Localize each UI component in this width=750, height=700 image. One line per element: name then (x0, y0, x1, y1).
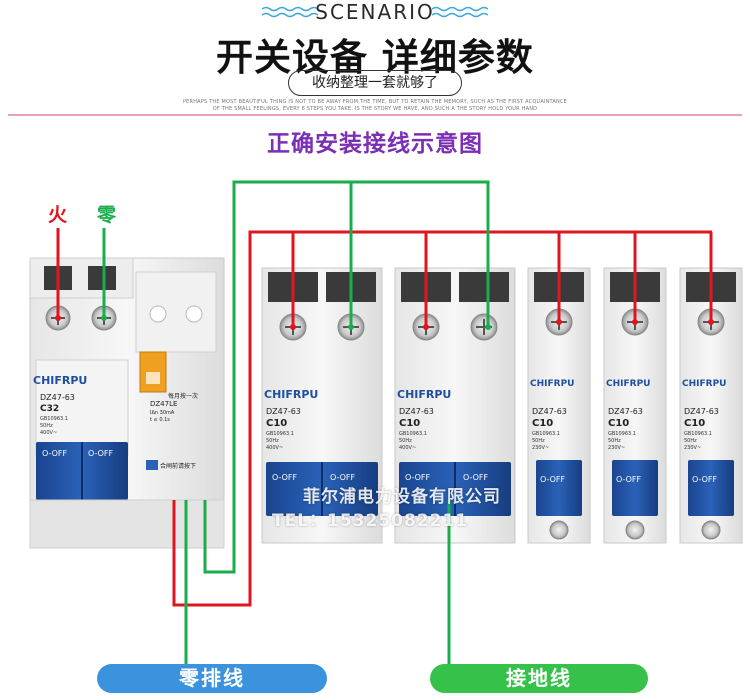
terminal-dots (55, 315, 714, 330)
breaker-model: DZ47-63 (608, 407, 643, 416)
breaker-off-left: O-OFF (272, 473, 298, 482)
rcbo-off-left: O-OFF (42, 449, 68, 458)
breaker-toggle[interactable] (612, 460, 658, 516)
breaker-brand: CHIFRPU (264, 388, 318, 401)
rcbo-le-idn: IΔn 30mA (150, 410, 175, 416)
neutral-bar-label: 零排线 (97, 664, 327, 693)
breaker-brand: CHIFRPU (530, 379, 574, 389)
breaker-off: O-OFF (540, 475, 566, 484)
live-label: 火 (48, 204, 68, 226)
breaker-model: DZ47-63 (532, 407, 567, 416)
breaker-off-right: O-OFF (463, 473, 489, 482)
breaker-volt: 230V~ (532, 445, 549, 451)
rcbo-volt: 400V~ (40, 430, 57, 436)
breaker-model: DZ47-63 (684, 407, 719, 416)
breaker-volt: 400V~ (266, 445, 283, 451)
rcbo-test-note: 每月按一次 (168, 392, 198, 400)
breaker-volt: 230V~ (684, 445, 701, 451)
ground-bar-label: 接地线 (430, 664, 648, 693)
breaker-rating: C10 (684, 418, 705, 429)
tiny-caption-line2: OF THE SMALL FEELINGS, EVERY 8 STEPS YOU… (212, 106, 538, 112)
divider-line (8, 114, 742, 116)
breaker-brand: CHIFRPU (397, 388, 451, 401)
breaker-rating: C10 (532, 418, 553, 429)
scenario-label: SCENARIO (315, 0, 435, 24)
rcbo-rating: C32 (40, 404, 59, 414)
breaker-2p-1: CHIFRPU DZ47-63 C10 GB10963.1 50Hz 400V~… (261, 267, 383, 544)
breaker-std: GB10963.1 (608, 431, 636, 437)
rcbo-model: DZ47-63 (40, 393, 75, 402)
breaker-freq: 50Hz (532, 438, 545, 444)
breaker-freq: 50Hz (684, 438, 697, 444)
page-header: SCENARIO 开关设备 详细参数 收纳整理一套就够了 PERHAPS THE… (0, 0, 750, 150)
diagram-title: 正确安装接线示意图 (267, 131, 483, 157)
wave-decoration-left (262, 6, 318, 18)
breaker-off-left: O-OFF (405, 473, 431, 482)
breaker-volt: 400V~ (399, 445, 416, 451)
breaker-std: GB10963.1 (532, 431, 560, 437)
breaker-volt: 230V~ (608, 445, 625, 451)
rcbo-le-model: DZ47LE (150, 400, 177, 408)
breaker-model: DZ47-63 (266, 407, 301, 416)
breaker-toggle[interactable] (688, 460, 734, 516)
breaker-rating: C10 (608, 418, 629, 429)
breaker-off: O-OFF (616, 475, 642, 484)
watermark-company: 菲尔浦电力设备有限公司 (303, 487, 501, 507)
wave-decoration-right (432, 6, 488, 18)
breaker-std: GB10963.1 (266, 431, 294, 437)
neutral-wires (102, 180, 490, 664)
breaker-rating: C10 (399, 418, 420, 429)
rcbo-brand: CHIFRPU (33, 374, 87, 387)
breaker-toggle[interactable] (536, 460, 582, 516)
breaker-std: GB10963.1 (399, 431, 427, 437)
rcbo-le-bottom: 合闸前请按下 (160, 462, 196, 470)
breaker-model: DZ47-63 (399, 407, 434, 416)
rcbo-std: GB10963.1 (40, 416, 68, 422)
breaker-brand: CHIFRPU (606, 379, 650, 389)
subtitle-pill: 收纳整理一套就够了 (288, 70, 462, 96)
rcbo-freq: 50Hz (40, 423, 53, 429)
rcbo-off-right: O-OFF (88, 449, 114, 458)
page-title: 开关设备 详细参数 (216, 36, 534, 79)
rcbo-unit: CHIFRPU DZ47-63 C32 GB10963.1 50Hz 400V~… (29, 257, 225, 549)
rcbo-le-t: t ≤ 0.1s (150, 417, 170, 423)
breaker-off-right: O-OFF (330, 473, 356, 482)
neutral-label: 零 (97, 204, 117, 226)
live-wires (56, 228, 713, 607)
breaker-off: O-OFF (692, 475, 718, 484)
tiny-caption-line1: PERHAPS THE MOST BEAUTIFUL THING IS NOT … (182, 99, 568, 105)
breaker-freq: 50Hz (608, 438, 621, 444)
breaker-std: GB10963.1 (684, 431, 712, 437)
breaker-2p-2: CHIFRPU DZ47-63 C10 GB10963.1 50Hz 400V~… (394, 267, 516, 544)
breaker-brand: CHIFRPU (682, 379, 726, 389)
breaker-freq: 50Hz (266, 438, 279, 444)
watermark-tel: TEL：15325082211 (272, 511, 469, 531)
breaker-freq: 50Hz (399, 438, 412, 444)
breaker-rating: C10 (266, 418, 287, 429)
